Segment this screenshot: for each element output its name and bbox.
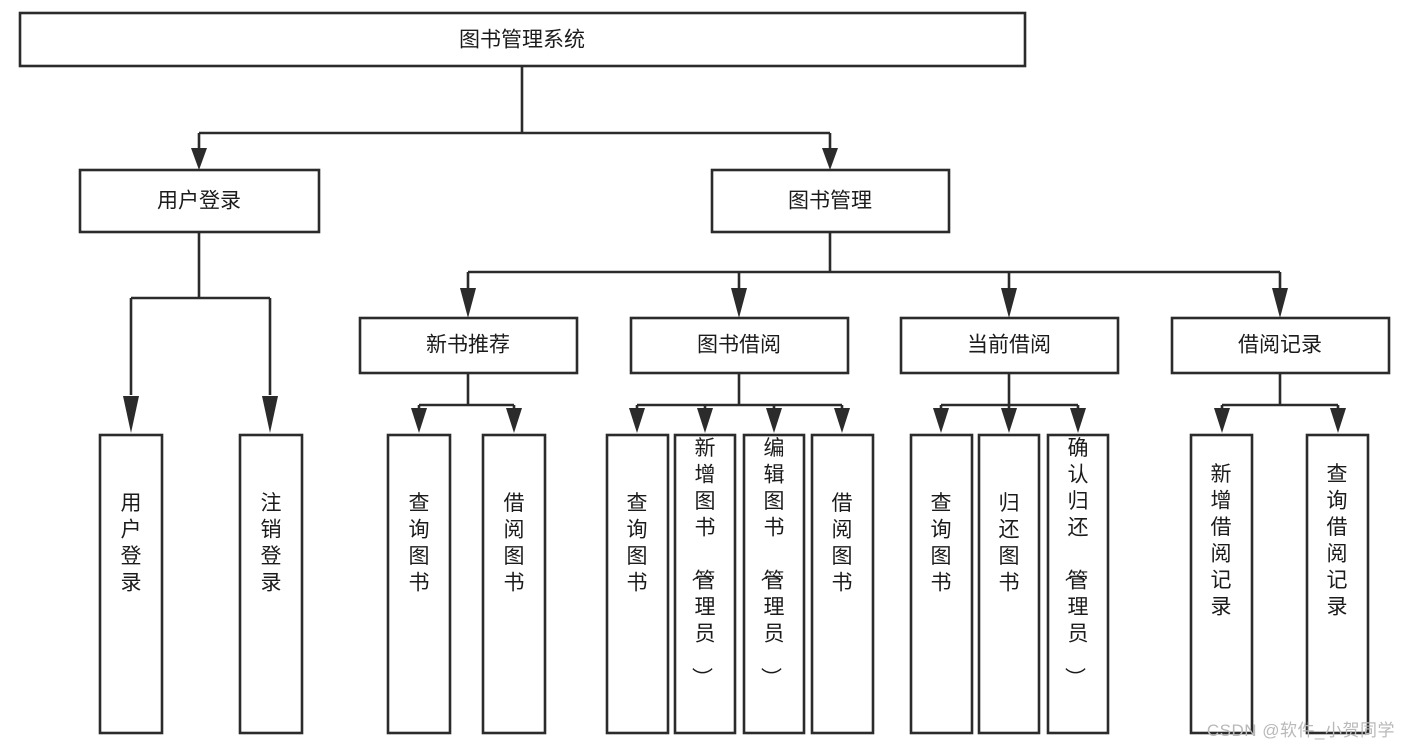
node-book-borrow[interactable]: 图书借阅 <box>629 316 850 375</box>
node-leaf-query-book-2-box[interactable] <box>605 433 670 735</box>
node-leaf-add-book-label: 新增图书（管理员） <box>690 437 716 688</box>
node-leaf-query-record-label: 查询借阅记录 <box>1327 463 1348 619</box>
node-leaf-user-logout-box[interactable] <box>238 433 304 735</box>
connectors-new-book-recommend-to-leaves <box>411 373 522 433</box>
node-root-label: 图书管理系统 <box>459 29 585 52</box>
node-leaf-add-record[interactable]: 新增借阅记录 <box>1189 433 1254 735</box>
connectors-book-borrow-to-leaves <box>629 373 850 433</box>
arrow-head-leaf-edit-book <box>766 408 782 433</box>
arrow-head-current-borrow <box>1001 288 1017 318</box>
node-leaf-borrow-book-2-box[interactable] <box>810 433 875 735</box>
node-leaf-add-record-box[interactable] <box>1189 433 1254 735</box>
arrow-head-book-borrow <box>731 288 747 318</box>
node-leaf-query-book-3[interactable]: 查询图书 <box>909 433 974 735</box>
arrow-head-leaf-return-book <box>1001 408 1017 433</box>
arrow-head-leaf-borrow-book-2 <box>834 408 850 433</box>
arrow-head-leaf-add-book <box>697 408 713 433</box>
node-new-book-recommend-box[interactable] <box>358 316 579 375</box>
node-leaf-query-record-box[interactable] <box>1305 433 1370 735</box>
node-leaf-borrow-book-2[interactable]: 借阅图书 <box>810 433 875 735</box>
node-leaf-edit-book-box[interactable] <box>742 433 806 735</box>
node-leaf-user-login-label: 用户登录 <box>121 492 142 595</box>
node-leaf-confirm-return[interactable]: 确认归还（管理员） <box>1046 433 1110 735</box>
node-leaf-query-book-3-box[interactable] <box>909 433 974 735</box>
node-leaf-query-book-1-box[interactable] <box>386 433 452 735</box>
node-current-borrow-label: 当前借阅 <box>967 334 1051 357</box>
node-book-borrow-label: 图书借阅 <box>697 334 781 357</box>
node-book-borrow-box[interactable] <box>629 316 850 375</box>
node-leaf-add-record-label: 新增借阅记录 <box>1211 463 1232 619</box>
node-borrow-record[interactable]: 借阅记录 <box>1170 316 1391 375</box>
arrow-head-leaf-query-record <box>1330 408 1346 433</box>
arrow-head-leaf-add-record <box>1214 408 1230 433</box>
node-new-book-recommend-label: 新书推荐 <box>426 334 510 357</box>
csdn-watermark: CSDN @软件_小贺同学 <box>1206 721 1395 740</box>
node-leaf-query-record[interactable]: 查询借阅记录 <box>1305 433 1370 735</box>
node-book-management[interactable]: 图书管理 <box>710 168 951 234</box>
arrow-head-leaf-user-login <box>123 396 139 433</box>
node-book-management-label: 图书管理 <box>788 190 872 213</box>
node-leaf-query-book-1-label: 查询图书 <box>409 492 430 595</box>
node-leaf-return-book-label: 归还图书 <box>999 492 1020 595</box>
node-current-borrow-box[interactable] <box>899 316 1120 375</box>
node-new-book-recommend[interactable]: 新书推荐 <box>358 316 579 375</box>
node-leaf-edit-book[interactable]: 编辑图书（管理员） <box>742 433 806 735</box>
arrow-head-leaf-user-logout <box>262 396 278 433</box>
connectors-current-borrow-to-leaves <box>933 373 1086 433</box>
node-current-borrow[interactable]: 当前借阅 <box>899 316 1120 375</box>
node-root[interactable]: 图书管理系统 <box>18 11 1027 68</box>
connectors-root-to-level2 <box>191 66 838 170</box>
node-leaf-query-book-3-label: 查询图书 <box>931 492 952 595</box>
node-book-management-box[interactable] <box>710 168 951 234</box>
node-leaf-borrow-book-1-label: 借阅图书 <box>504 492 525 595</box>
arrow-head-leaf-query-book-1 <box>411 408 427 433</box>
node-root-box[interactable] <box>18 11 1027 68</box>
node-user-login-label: 用户登录 <box>157 190 241 213</box>
node-leaf-user-logout[interactable]: 注销登录 <box>238 433 304 735</box>
arrow-head-leaf-query-book-2 <box>629 408 645 433</box>
node-leaf-user-logout-label: 注销登录 <box>261 492 282 595</box>
node-leaf-query-book-2-label: 查询图书 <box>627 492 648 595</box>
arrow-head-new-book-recommend <box>460 288 476 318</box>
node-user-login-box[interactable] <box>78 168 321 234</box>
node-leaf-user-login[interactable]: 用户登录 <box>98 433 164 735</box>
node-leaf-add-book-box[interactable] <box>673 433 737 735</box>
node-leaf-return-book-box[interactable] <box>977 433 1041 735</box>
node-leaf-add-book[interactable]: 新增图书（管理员） <box>673 433 737 735</box>
connectors-borrow-record-to-leaves <box>1214 373 1346 433</box>
arrow-head-leaf-borrow-book-1 <box>506 408 522 433</box>
arrow-head-leaf-query-book-3 <box>933 408 949 433</box>
connectors-user-login-to-leaves <box>123 232 278 433</box>
node-leaf-confirm-return-label: 确认归还（管理员） <box>1063 437 1089 688</box>
arrow-head-user-login <box>191 148 207 170</box>
arrow-head-leaf-confirm-return <box>1070 408 1086 433</box>
arrow-head-book-management <box>822 148 838 170</box>
node-leaf-query-book-1[interactable]: 查询图书 <box>386 433 452 735</box>
node-leaf-return-book[interactable]: 归还图书 <box>977 433 1041 735</box>
node-user-login[interactable]: 用户登录 <box>78 168 321 234</box>
node-leaf-query-book-2[interactable]: 查询图书 <box>605 433 670 735</box>
arrow-head-borrow-record <box>1272 288 1288 318</box>
node-leaf-borrow-book-2-label: 借阅图书 <box>832 492 853 595</box>
node-leaf-borrow-book-1[interactable]: 借阅图书 <box>481 433 547 735</box>
node-leaf-user-login-box[interactable] <box>98 433 164 735</box>
connectors-book-management-to-level3 <box>460 232 1288 318</box>
node-leaf-confirm-return-box[interactable] <box>1046 433 1110 735</box>
node-borrow-record-box[interactable] <box>1170 316 1391 375</box>
node-borrow-record-label: 借阅记录 <box>1238 334 1322 357</box>
node-leaf-borrow-book-1-box[interactable] <box>481 433 547 735</box>
node-leaf-edit-book-label: 编辑图书（管理员） <box>759 437 785 688</box>
